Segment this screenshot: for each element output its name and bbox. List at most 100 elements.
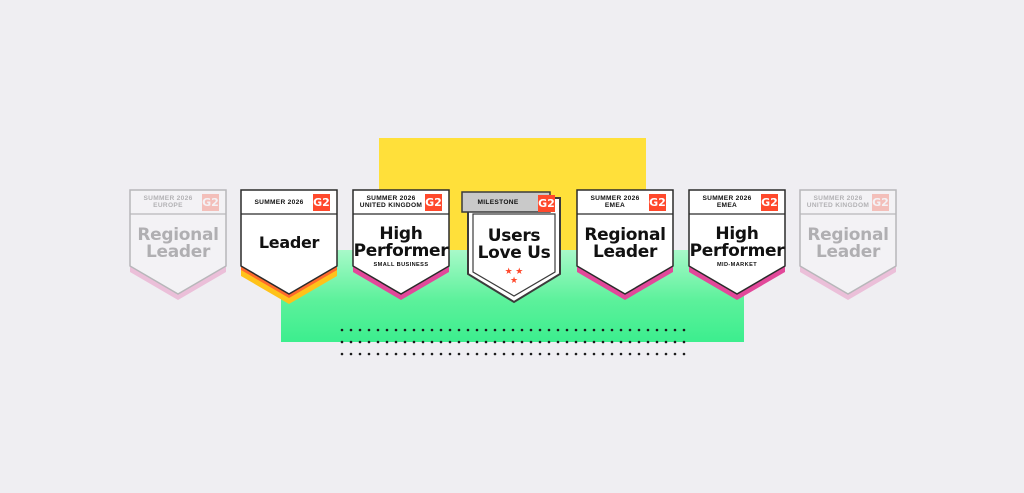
dot	[628, 352, 632, 356]
dot	[484, 352, 488, 356]
star-icon-group: ★ ★★	[466, 267, 562, 285]
g2-logo-icon: G2	[761, 194, 778, 211]
badge-header-line: UNITED KINGDOM	[359, 202, 423, 209]
badge-title-line: Performer	[353, 241, 449, 261]
badge-header-line: SUMMER 2026	[254, 199, 304, 206]
dot	[475, 352, 479, 356]
dot	[412, 352, 416, 356]
dot	[439, 352, 443, 356]
dot	[646, 352, 650, 356]
dot	[601, 352, 605, 356]
dot	[538, 352, 542, 356]
dot	[385, 352, 389, 356]
badge-header-line: SUMMER 2026	[813, 195, 863, 202]
dot	[583, 352, 587, 356]
dot	[511, 352, 515, 356]
badge-header-line: EUROPE	[153, 202, 183, 209]
dot	[547, 352, 551, 356]
badge-shape	[576, 189, 674, 300]
badge-header-line: UNITED KINGDOM	[806, 202, 870, 209]
badge-title-line: Regional	[807, 225, 889, 245]
badge-header: SUMMER 2026	[247, 199, 311, 206]
badge-header-line: MILESTONE	[477, 199, 519, 206]
dot	[493, 352, 497, 356]
badge-segment-label: SMALL BUSINESS	[373, 262, 429, 268]
star-icon: ★ ★	[504, 266, 524, 276]
dot	[664, 352, 668, 356]
badge-header-line: SUMMER 2026	[143, 195, 193, 202]
dot	[592, 352, 596, 356]
dot	[637, 352, 641, 356]
badge-body	[799, 189, 897, 295]
dot	[520, 352, 524, 356]
dot	[565, 352, 569, 356]
badge-header-line: EMEA	[716, 202, 738, 209]
g2-logo-icon: G2	[538, 195, 555, 212]
dot	[529, 352, 533, 356]
g2-logo-icon: G2	[425, 194, 442, 211]
dot	[457, 352, 461, 356]
badge-body	[352, 189, 450, 295]
dot	[430, 352, 434, 356]
badge-header-line: SUMMER 2026	[366, 195, 416, 202]
g2-logo-icon: G2	[313, 194, 330, 211]
dot	[421, 352, 425, 356]
badge-shape	[129, 189, 227, 300]
badge-segment-label: MID-MARKET	[716, 262, 758, 268]
badge-header-line: SUMMER 2026	[702, 195, 752, 202]
badge-title-line: Regional	[584, 225, 666, 245]
g2-logo-icon: G2	[202, 194, 219, 211]
dot	[358, 352, 362, 356]
badge-shape	[688, 189, 786, 300]
badge-header-line: EMEA	[604, 202, 626, 209]
badge-edge-pink	[130, 264, 226, 300]
badge-title-line: Leader	[258, 233, 320, 252]
dot	[376, 352, 380, 356]
badge-title-line: Leader	[145, 242, 211, 262]
star-icon: ★	[509, 275, 519, 285]
badge-shape	[799, 189, 897, 300]
dot	[610, 352, 614, 356]
badge-title-line: Performer	[689, 241, 785, 261]
g2-logo-icon: G2	[649, 194, 666, 211]
dot	[403, 352, 407, 356]
badge-edge-pink	[800, 264, 896, 300]
dot	[394, 352, 398, 356]
badge-shape	[461, 191, 561, 304]
dot	[349, 352, 353, 356]
dot	[448, 352, 452, 356]
dot	[619, 352, 623, 356]
badge-body	[576, 189, 674, 295]
badge-shape	[240, 189, 338, 304]
dot	[574, 352, 578, 356]
dot	[340, 352, 344, 356]
badge-title-line: Love Us	[477, 243, 551, 263]
badge-inner-border	[472, 213, 556, 297]
badge-header: MILESTONE	[466, 199, 530, 206]
dot	[673, 352, 677, 356]
badge-title-line: High	[379, 224, 423, 244]
badge-title-line: Users	[487, 226, 541, 246]
badge-title-line: Regional	[137, 225, 219, 245]
dot	[655, 352, 659, 356]
badge-title: Leader	[241, 234, 337, 251]
dot	[466, 352, 470, 356]
dot	[682, 352, 686, 356]
